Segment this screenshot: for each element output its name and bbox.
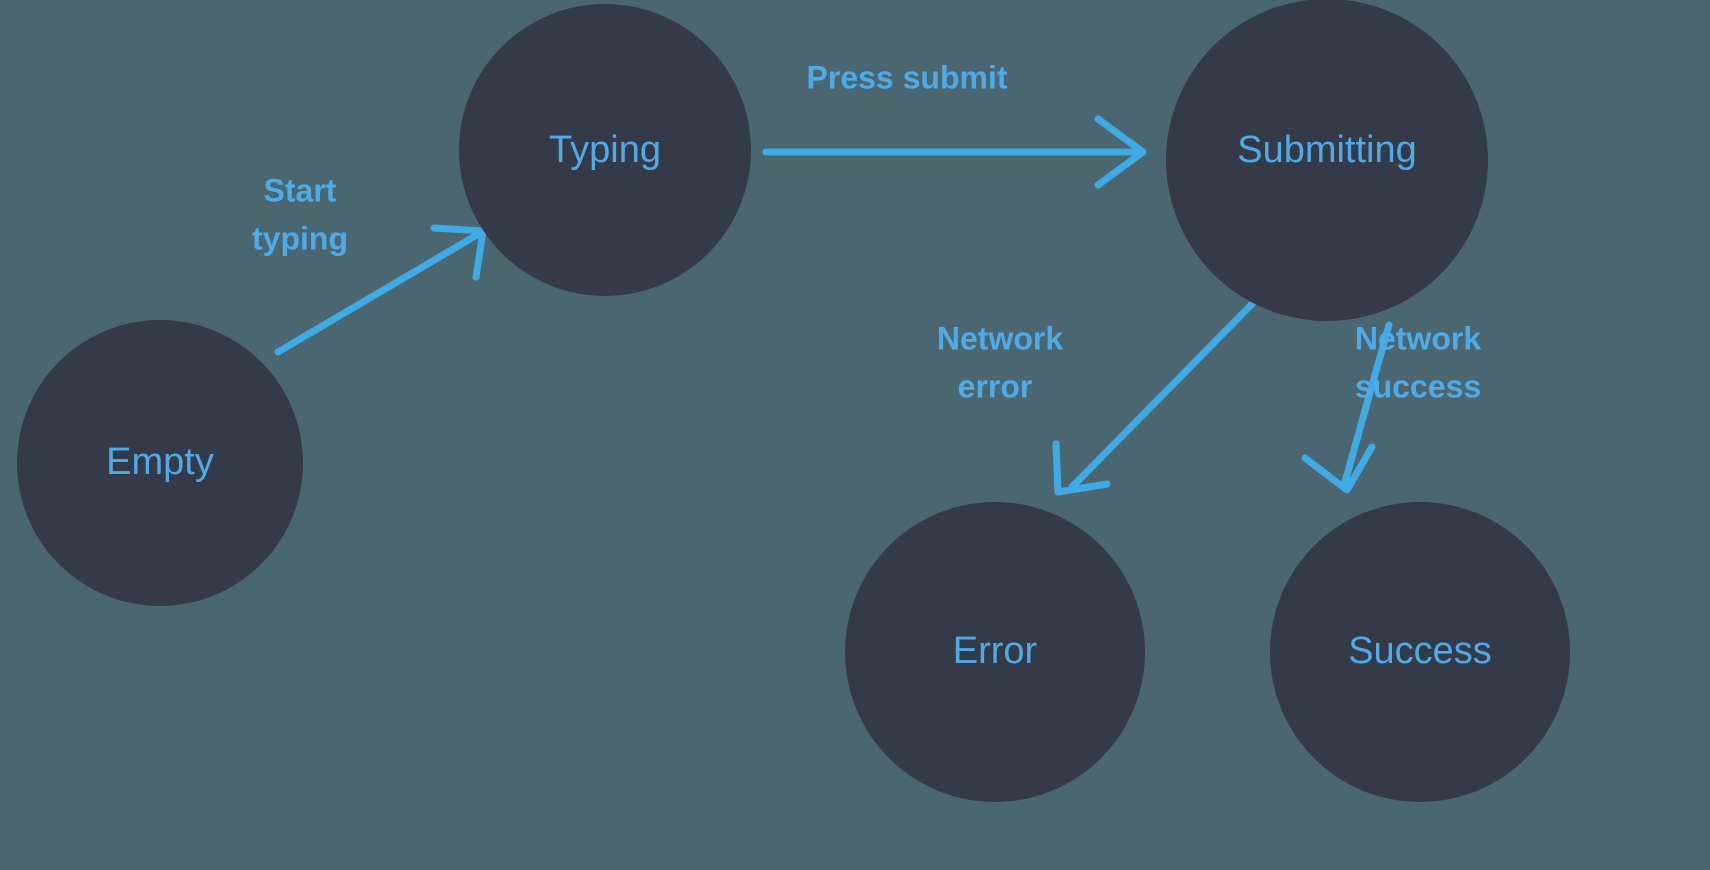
node-submitting-label: Submitting: [1237, 129, 1417, 171]
node-empty-label: Empty: [106, 441, 214, 483]
node-submitting[interactable]: Submitting: [1166, 0, 1488, 321]
edge-label-start-typing-line2: typing: [252, 220, 348, 256]
edge-label-press-submit-line1: Press submit: [807, 59, 1008, 95]
edge-label-start-typing: Start typing: [252, 172, 348, 256]
edge-label-start-typing-line1: Start: [264, 172, 337, 208]
edge-label-network-success-line2: success: [1355, 368, 1481, 404]
node-empty[interactable]: Empty: [17, 320, 303, 606]
edge-network-success-line: [1341, 321, 1393, 486]
node-success-circle[interactable]: [1270, 502, 1570, 802]
node-error[interactable]: Error: [845, 502, 1145, 802]
node-typing-label: Typing: [549, 129, 661, 171]
edge-network-success-arrowhead: [1301, 443, 1376, 494]
node-error-circle[interactable]: [845, 502, 1145, 802]
edge-network-success: [1301, 321, 1393, 494]
node-submitting-circle[interactable]: [1166, 0, 1488, 321]
edge-label-network-error: Network error: [937, 320, 1063, 404]
edge-network-error-line: [1068, 299, 1257, 491]
node-typing-circle[interactable]: [459, 4, 751, 296]
node-success-label: Success: [1348, 630, 1492, 672]
edge-start-typing-arrowhead: [430, 224, 487, 281]
edge-label-network-success: Network success: [1355, 320, 1481, 404]
edge-press-submit-arrowhead: [1094, 115, 1147, 189]
edge-network-error: [1052, 299, 1257, 496]
edge-label-network-error-line1: Network: [937, 320, 1063, 356]
edge-label-network-success-line1: Network: [1355, 320, 1481, 356]
edge-press-submit: [762, 115, 1147, 189]
edge-label-press-submit: Press submit: [807, 59, 1008, 95]
node-error-label: Error: [953, 630, 1038, 672]
edge-start-typing-line: [274, 228, 486, 356]
edge-start-typing: [274, 224, 487, 356]
node-success[interactable]: Success: [1270, 502, 1570, 802]
edge-network-error-arrowhead: [1052, 440, 1111, 496]
node-typing[interactable]: Typing: [459, 4, 751, 296]
edge-label-network-error-line2: error: [958, 368, 1033, 404]
node-empty-circle[interactable]: [17, 320, 303, 606]
